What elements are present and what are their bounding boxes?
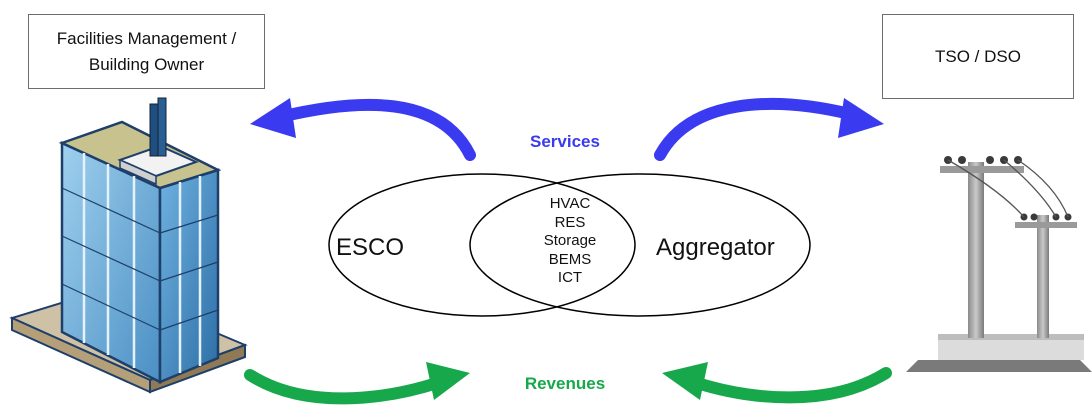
facilities-management-box: Facilities Management / Building Owner bbox=[28, 14, 265, 89]
overlap-item: Storage bbox=[543, 232, 597, 249]
tso-dso-box: TSO / DSO bbox=[882, 14, 1074, 99]
tso-dso-label: TSO / DSO bbox=[935, 46, 1021, 66]
overlap-item: ICT bbox=[557, 269, 583, 286]
office-building-icon bbox=[9, 97, 248, 394]
overlap-list: HVAC RES Storage BEMS ICT bbox=[520, 195, 620, 288]
revenues-arrow-right bbox=[662, 362, 892, 404]
services-label: Services bbox=[530, 132, 600, 151]
revenues-arrow-left bbox=[244, 362, 470, 405]
esco-label: ESCO bbox=[336, 234, 405, 261]
power-pylon-icon bbox=[906, 156, 1092, 372]
services-arrow-left bbox=[250, 98, 476, 161]
revenues-label: Revenues bbox=[524, 374, 606, 393]
aggregator-label: Aggregator bbox=[656, 234, 775, 261]
overlap-item: HVAC bbox=[549, 195, 591, 212]
facilities-line1: Facilities Management / bbox=[56, 29, 237, 48]
overlap-item: BEMS bbox=[548, 250, 592, 268]
aggregator-ellipse bbox=[469, 173, 811, 317]
esco-ellipse bbox=[328, 173, 636, 317]
overlap-item: RES bbox=[554, 213, 586, 231]
facilities-line2: Building Owner bbox=[88, 54, 205, 74]
services-arrow-right bbox=[654, 98, 884, 161]
venn-diagram bbox=[328, 173, 811, 317]
